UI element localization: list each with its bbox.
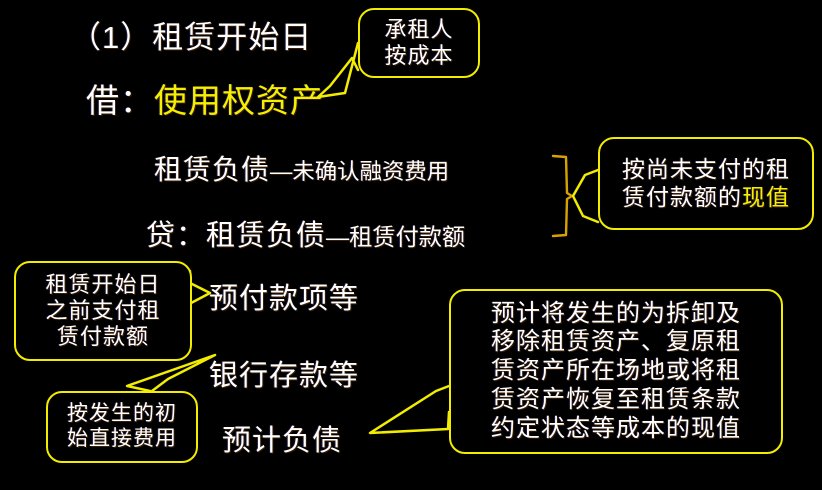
- callout-restoration-line-1: 预计将发生的为拆卸及: [491, 299, 741, 327]
- page-title: （1）租赁开始日: [70, 20, 313, 55]
- callout-prepaid-before-line-3: 赁付款额: [56, 323, 149, 349]
- entry-debit-account: 使用权资产: [154, 82, 324, 119]
- callout-restoration: 预计将发生的为拆卸及 移除租赁资产、复原租 赁资产所在场地或将租 赁资产恢复至租…: [449, 289, 783, 454]
- entry-credit-line: 贷：租赁负债—租赁付款额: [146, 212, 465, 254]
- callout-restoration-line-5: 约定状态等成本的现值: [491, 414, 741, 442]
- callout-lessee-cost-line-2: 按成本: [384, 43, 454, 68]
- callout-prepaid-before-line-2: 之前支付租: [45, 298, 161, 324]
- pointer-lessee-cost: [316, 41, 360, 99]
- entry-debit-line: 借：使用权资产: [86, 74, 324, 122]
- callout-present-value-line-2: 赁付款额的: [622, 183, 742, 210]
- callout-prepaid-before-line-1: 租赁开始日: [45, 272, 161, 298]
- callout-initial-cost-line-1: 按发生的初: [67, 402, 177, 426]
- callout-present-value-highlight: 现值: [742, 183, 790, 210]
- entry-debit-prefix: 借：: [86, 82, 154, 119]
- pointer-present-value: [571, 168, 600, 224]
- callout-restoration-line-2: 移除租赁资产、复原租: [491, 328, 741, 356]
- callout-initial-cost-line-2: 始直接费用: [67, 427, 177, 450]
- entry-lease-liability-line: 租赁负债—未确认融资费用: [154, 148, 449, 188]
- entry-lease-liability-main: 租赁负债: [154, 154, 271, 185]
- callout-present-value: 按尚未支付的租 赁付款额的现值: [598, 137, 814, 230]
- group-brace: [551, 154, 574, 238]
- pointer-restoration: [368, 384, 451, 435]
- callout-lessee-cost-line-1: 承租人: [384, 17, 454, 43]
- entry-lease-liability-sub: —未确认融资费用: [270, 159, 450, 184]
- callout-present-value-line-1: 按尚未支付的租: [622, 156, 790, 183]
- callout-prepaid-before: 租赁开始日 之前支付租 赁付款额: [14, 261, 192, 361]
- entry-prepaid-line: 预付款项等: [209, 283, 360, 315]
- pointer-initial-cost: [125, 353, 217, 393]
- callout-initial-cost: 按发生的初 始直接费用: [46, 391, 198, 463]
- entry-bank-deposit-line: 银行存款等: [209, 360, 360, 392]
- entry-credit-sub: —租赁付款额: [326, 224, 466, 250]
- entry-credit-prefix: 贷：租赁负债: [146, 220, 327, 252]
- callout-restoration-line-3: 赁资产所在场地或将租: [491, 357, 741, 385]
- callout-restoration-line-4: 赁资产恢复至租赁条款: [491, 385, 741, 413]
- callout-lessee-cost: 承租人 按成本: [358, 8, 480, 78]
- entry-provision-line: 预计负债: [222, 425, 343, 457]
